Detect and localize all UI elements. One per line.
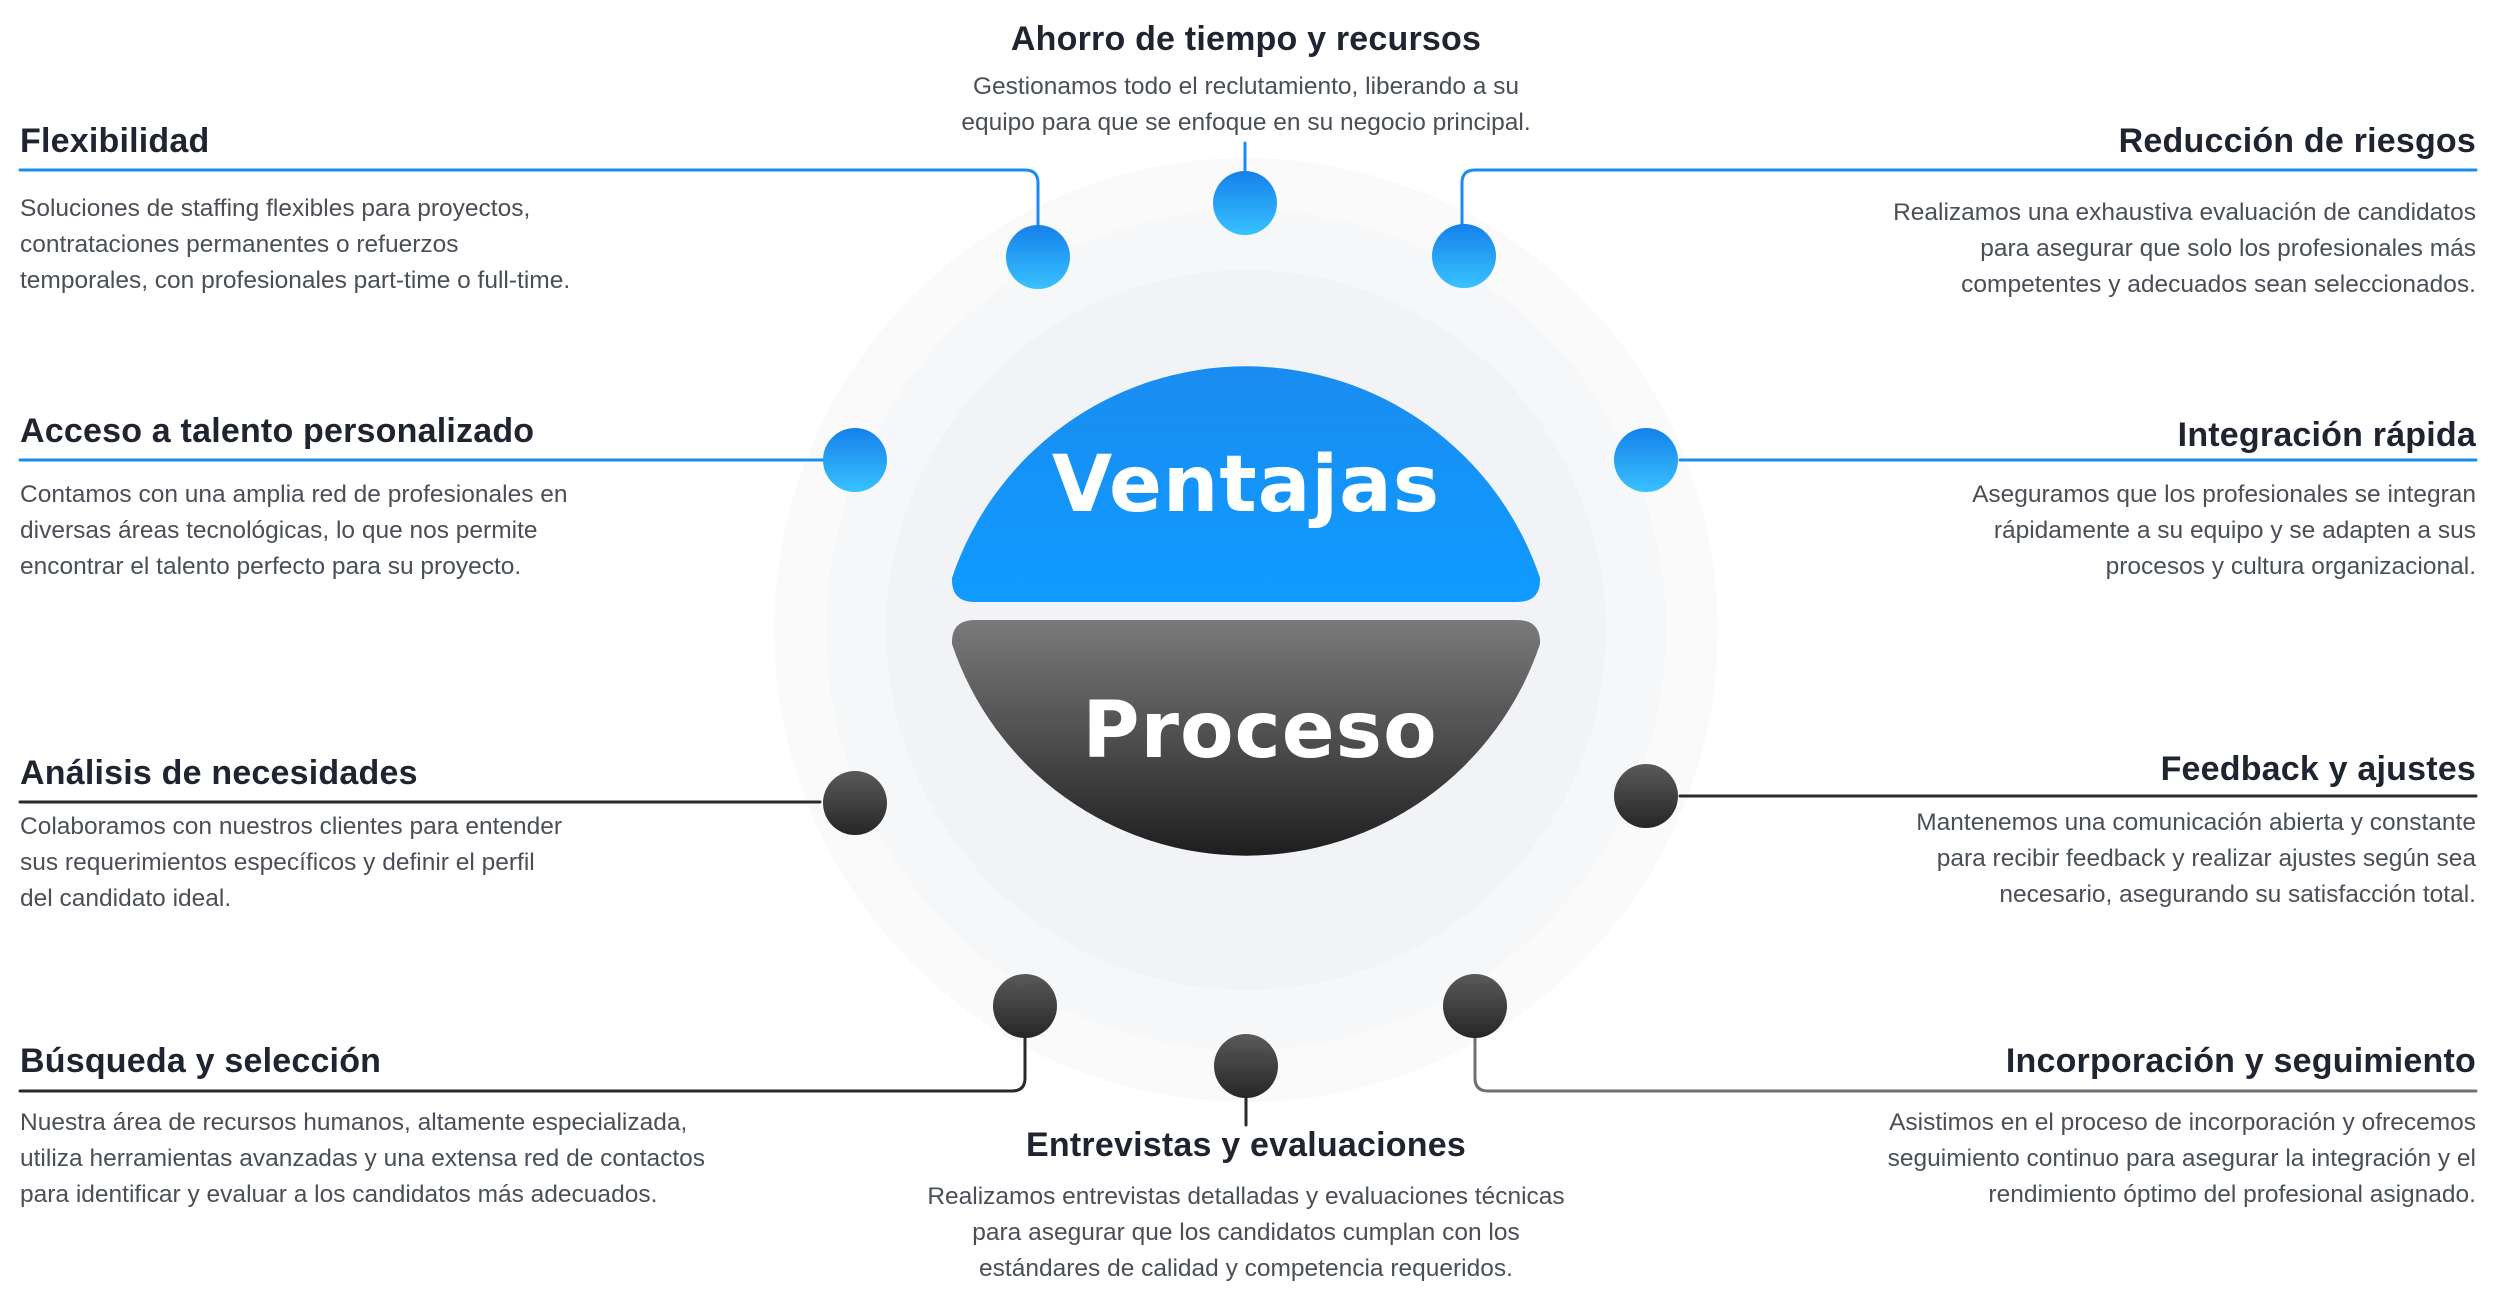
block-acceso: Acceso a talento personalizado Contamos … bbox=[20, 412, 800, 585]
title-flexibilidad: Flexibilidad bbox=[20, 122, 210, 160]
title-analisis: Análisis de necesidades bbox=[20, 754, 418, 792]
title-feedback: Feedback y ajustes bbox=[2160, 750, 2476, 788]
block-entrevistas: Entrevistas y evaluaciones Realizamos en… bbox=[846, 1126, 1646, 1287]
desc-entrevistas-1: Realizamos entrevistas detalladas y eval… bbox=[927, 1183, 1565, 1210]
desc-incorporacion-3: rendimiento óptimo del profesional asign… bbox=[1988, 1181, 2476, 1208]
title-ahorro: Ahorro de tiempo y recursos bbox=[1010, 20, 1482, 58]
proceso-label: Proceso bbox=[1082, 686, 1438, 776]
block-reduccion: Reducción de riesgos Realizamos una exha… bbox=[1676, 122, 2476, 303]
connector-incorporacion bbox=[1473, 1033, 2478, 1093]
dot-ahorro bbox=[1213, 171, 1277, 235]
desc-analisis-1: Colaboramos con nuestros clientes para e… bbox=[20, 813, 563, 840]
desc-entrevistas-3: estándares de calidad y competencia requ… bbox=[979, 1255, 1513, 1282]
dot-flexibilidad bbox=[1006, 225, 1070, 289]
ventajas-label: Ventajas bbox=[1051, 440, 1441, 530]
block-ahorro: Ahorro de tiempo y recursos Gestionamos … bbox=[846, 20, 1646, 141]
desc-flexibilidad-2: contrataciones permanentes o refuerzos bbox=[20, 231, 459, 258]
desc-integracion-3: procesos y cultura organizacional. bbox=[2105, 553, 2476, 580]
desc-feedback-2: para recibir feedback y realizar ajustes… bbox=[1936, 845, 2476, 872]
connector-reduccion bbox=[1460, 168, 2478, 227]
block-busqueda: Búsqueda y selección Nuestra área de rec… bbox=[20, 1042, 840, 1213]
desc-acceso-2: diversas áreas tecnológicas, lo que nos … bbox=[20, 517, 538, 544]
title-integracion: Integración rápida bbox=[2177, 416, 2476, 454]
desc-feedback-1: Mantenemos una comunicación abierta y co… bbox=[1916, 809, 2476, 836]
block-feedback: Feedback y ajustes Mantenemos una comuni… bbox=[1676, 750, 2476, 913]
desc-incorporacion-1: Asistimos en el proceso de incorporación… bbox=[1889, 1109, 2476, 1136]
desc-busqueda-2: utiliza herramientas avanzadas y una ext… bbox=[20, 1145, 706, 1172]
desc-incorporacion-2: seguimiento continuo para asegurar la in… bbox=[1887, 1145, 2476, 1172]
connector-busqueda bbox=[18, 1033, 1027, 1093]
desc-reduccion-3: competentes y adecuados sean seleccionad… bbox=[1961, 271, 2476, 298]
dot-analisis bbox=[823, 771, 887, 835]
block-analisis: Análisis de necesidades Colaboramos con … bbox=[20, 754, 800, 917]
block-flexibilidad: Flexibilidad Soluciones de staffing flex… bbox=[20, 122, 800, 299]
desc-flexibilidad-3: temporales, con profesionales part-time … bbox=[20, 267, 571, 294]
title-acceso: Acceso a talento personalizado bbox=[20, 412, 535, 450]
dot-entrevistas bbox=[1214, 1034, 1278, 1098]
dot-acceso bbox=[823, 428, 887, 492]
dot-feedback bbox=[1614, 764, 1678, 828]
desc-ahorro-1: Gestionamos todo el reclutamiento, liber… bbox=[972, 73, 1520, 100]
desc-acceso-3: encontrar el talento perfecto para su pr… bbox=[20, 553, 522, 580]
desc-integracion-1: Aseguramos que los profesionales se inte… bbox=[1972, 481, 2476, 508]
desc-acceso-1: Contamos con una amplia red de profesion… bbox=[20, 481, 568, 508]
dot-integracion bbox=[1614, 428, 1678, 492]
desc-ahorro-2: equipo para que se enfoque en su negocio… bbox=[961, 109, 1531, 136]
desc-feedback-3: necesario, asegurando su satisfacción to… bbox=[1999, 881, 2476, 908]
title-incorporacion: Incorporación y seguimiento bbox=[2005, 1042, 2476, 1080]
dot-reduccion bbox=[1432, 224, 1496, 288]
desc-analisis-3: del candidato ideal. bbox=[20, 885, 232, 912]
desc-reduccion-2: para asegurar que solo los profesionales… bbox=[1980, 235, 2476, 262]
desc-flexibilidad-1: Soluciones de staffing flexibles para pr… bbox=[20, 195, 531, 222]
connector-flexibilidad bbox=[18, 168, 1040, 227]
title-reduccion: Reducción de riesgos bbox=[2118, 122, 2476, 160]
desc-analisis-2: sus requerimientos específicos y definir… bbox=[20, 849, 535, 876]
desc-entrevistas-2: para asegurar que los candidatos cumplan… bbox=[972, 1219, 1520, 1246]
desc-busqueda-1: Nuestra área de recursos humanos, altame… bbox=[20, 1109, 688, 1136]
title-entrevistas: Entrevistas y evaluaciones bbox=[1026, 1126, 1466, 1164]
proceso-half bbox=[951, 620, 1541, 856]
dot-incorporacion bbox=[1443, 974, 1507, 1038]
desc-reduccion-1: Realizamos una exhaustiva evaluación de … bbox=[1893, 199, 2476, 226]
ventajas-half bbox=[951, 366, 1541, 602]
block-incorporacion: Incorporación y seguimiento Asistimos en… bbox=[1676, 1042, 2476, 1213]
desc-integracion-2: rápidamente a su equipo y se adapten a s… bbox=[1993, 517, 2476, 544]
title-busqueda: Búsqueda y selección bbox=[20, 1042, 382, 1080]
block-integracion: Integración rápida Aseguramos que los pr… bbox=[1676, 416, 2476, 585]
dot-busqueda bbox=[993, 974, 1057, 1038]
desc-busqueda-3: para identificar y evaluar a los candida… bbox=[20, 1181, 658, 1208]
